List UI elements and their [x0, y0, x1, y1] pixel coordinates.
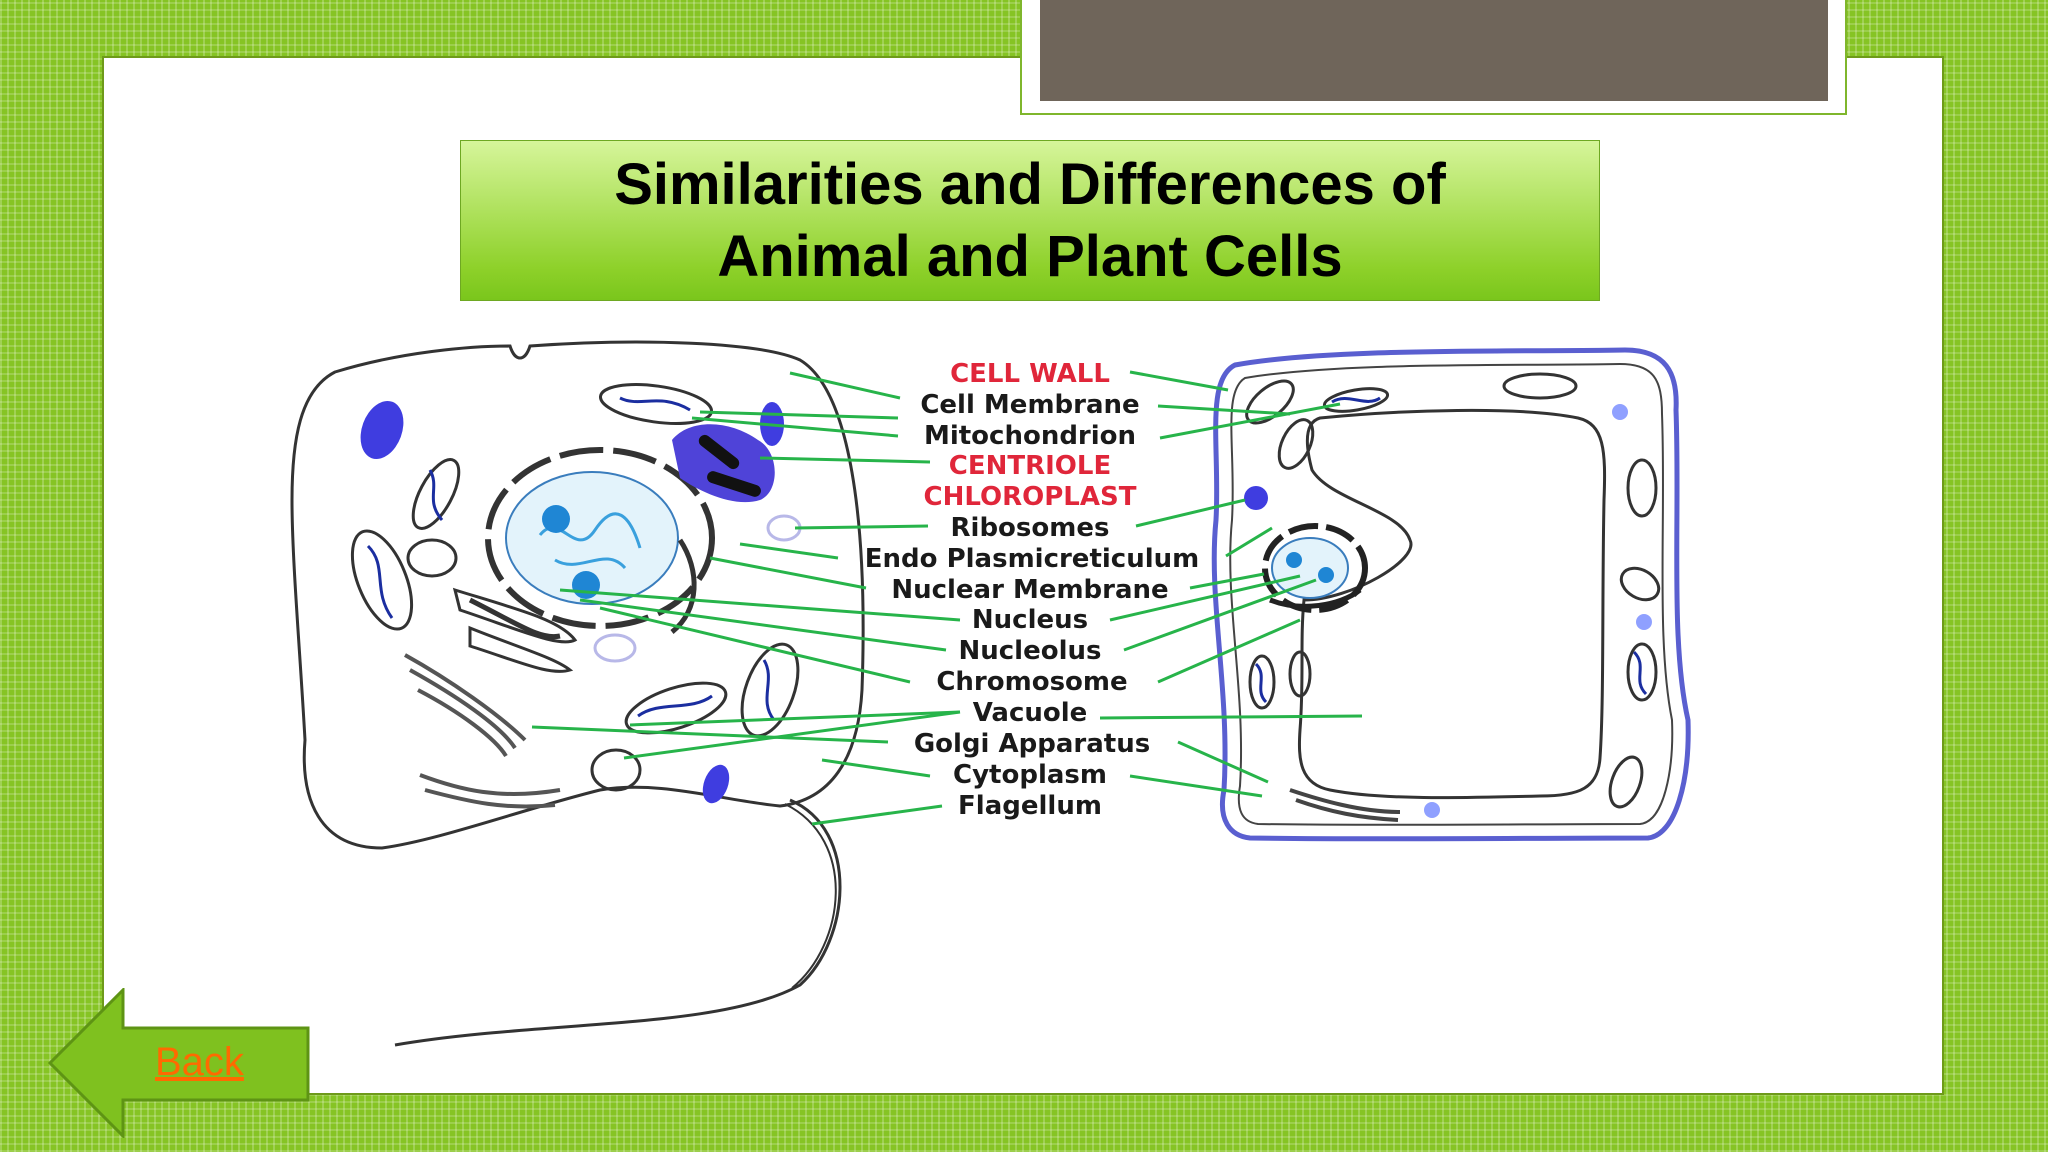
- label-ribosomes: Ribosomes: [951, 513, 1110, 543]
- label-centriole: CENTRIOLE: [949, 451, 1111, 481]
- label-cytoplasm: Cytoplasm: [953, 760, 1107, 790]
- label-nuclear-membrane: Nuclear Membrane: [891, 575, 1168, 605]
- label-mitochondrion: Mitochondrion: [924, 421, 1136, 451]
- label-golgi-apparatus: Golgi Apparatus: [914, 729, 1150, 759]
- label-nucleus: Nucleus: [972, 605, 1088, 635]
- plant-vacuole: [1297, 408, 1607, 800]
- label-vacuole: Vacuole: [973, 698, 1088, 728]
- header-placeholder-box: [1040, 0, 1828, 101]
- back-arrow-icon[interactable]: [48, 988, 310, 1138]
- label-cell-wall: CELL WALL: [950, 359, 1110, 389]
- animal-centriole: [672, 424, 775, 503]
- label-flagellum: Flagellum: [958, 791, 1102, 821]
- label-chromosome: Chromosome: [936, 667, 1127, 697]
- animal-nucleus: [485, 447, 715, 629]
- animal-flagellum: [394, 798, 842, 1047]
- animal-cell: [290, 340, 865, 1047]
- label-endo-plasmicreticulum: Endo Plasmicreticulum: [865, 544, 1199, 574]
- animal-nucleolus: [542, 505, 570, 533]
- label-chloroplast: CHLOROPLAST: [924, 482, 1137, 512]
- title-banner: Similarities and Differences of Animal a…: [460, 140, 1600, 301]
- label-nucleolus: Nucleolus: [959, 636, 1102, 666]
- leader-lines: [531, 370, 1363, 826]
- label-cell-membrane: Cell Membrane: [920, 390, 1139, 420]
- back-link[interactable]: Back: [155, 1040, 244, 1084]
- label-group: CELL WALL Cell Membrane Mitochondrion CE…: [865, 359, 1199, 821]
- animal-cell-membrane: [290, 340, 865, 850]
- plant-cell-wall: [1211, 347, 1691, 842]
- page-title: Similarities and Differences of Animal a…: [614, 151, 1446, 289]
- plant-cell: [1211, 347, 1691, 842]
